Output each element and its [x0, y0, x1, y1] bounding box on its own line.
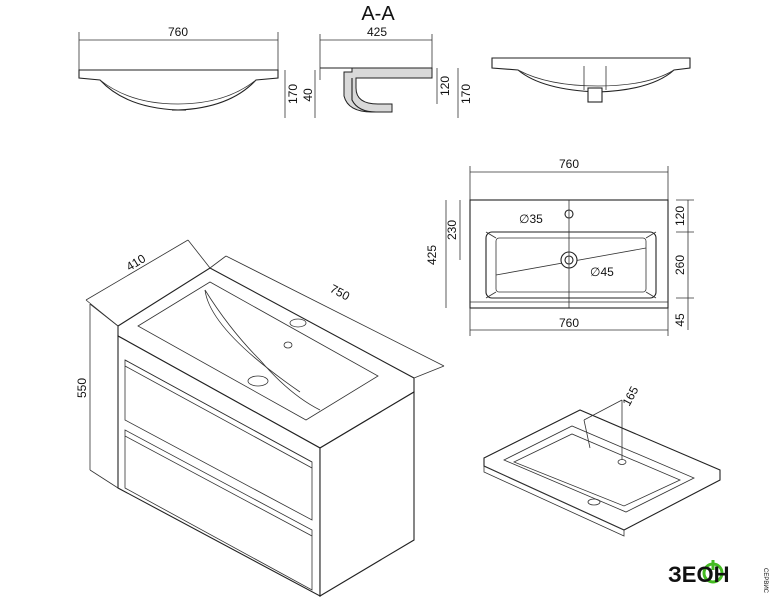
cabinet-basin-rim — [137, 281, 379, 421]
side-view — [491, 57, 691, 103]
cabinet-width-ext-right — [413, 365, 445, 379]
iso-sink-slab — [483, 409, 721, 531]
plan-bottom-width-label: 760 — [559, 316, 579, 330]
cabinet-height-ext-bottom — [89, 469, 119, 489]
section-height-label: 170 — [459, 84, 473, 104]
plan-drain-label: ∅45 — [590, 265, 614, 279]
plan-ledge-label: 120 — [673, 206, 687, 226]
plan-bowl-corner-tl — [485, 231, 497, 239]
iso-sink-dimension-label: 165 — [620, 384, 642, 409]
cabinet-basin-inner-curve — [204, 289, 301, 393]
iso-sink-front-edge — [483, 465, 625, 537]
cabinet-drawer-bottom — [124, 429, 313, 591]
iso-sink-bowl-inner — [513, 433, 681, 507]
plan-depth-label: 425 — [425, 245, 439, 265]
plan-view: 760 ∅35 ∅45 425 230 120 260 45 760 — [425, 157, 694, 336]
cabinet-overflow — [283, 341, 293, 349]
section-bowl-label: 120 — [438, 76, 452, 96]
cabinet-height-ext-top — [89, 303, 119, 327]
cabinet-width-label: 750 — [328, 282, 353, 304]
section-hatch-profile — [320, 67, 433, 113]
section-view: A-A 425 40 120 170 — [301, 3, 473, 118]
iso-sink-dim-line — [583, 399, 623, 421]
brand-tagline: СЕРВИС — [762, 568, 768, 594]
iso-sink-drain — [587, 498, 601, 506]
side-bowl-inner — [517, 69, 675, 87]
brand-logo: ЗЕОН СЕРВИС — [668, 560, 768, 594]
iso-sink-view: 165 — [483, 384, 721, 537]
iso-sink-bowl — [503, 425, 695, 513]
plan-bowl-corner-tr — [645, 231, 657, 239]
cabinet-depth-ext-right — [187, 239, 211, 269]
cabinet-side — [319, 391, 415, 597]
side-drain-stub — [587, 87, 603, 103]
plan-top-width-label: 760 — [559, 157, 579, 171]
cabinet-width-dim-line — [225, 255, 445, 367]
cabinet-view: 410 750 550 — [75, 239, 445, 597]
plan-bowl-corner-br — [645, 291, 657, 299]
section-title: A-A — [361, 3, 395, 25]
cabinet-drain — [247, 375, 269, 387]
section-profile-line — [351, 78, 377, 113]
front-bowl-inner — [99, 79, 257, 105]
front-view: 760 170 — [78, 25, 300, 118]
section-width-label: 425 — [367, 25, 387, 39]
cabinet-depth-dim-line — [85, 239, 189, 301]
front-width-label: 760 — [168, 25, 188, 39]
plan-bowl-length-label: 260 — [673, 255, 687, 275]
cabinet-tap-hole — [289, 318, 307, 328]
cabinet-depth-label: 410 — [124, 251, 149, 274]
cabinet-drawer-top-edge — [124, 359, 313, 463]
cabinet-drawer-bottom-handle — [124, 435, 313, 537]
plan-bowl-inner — [495, 237, 647, 293]
section-rim-label: 40 — [301, 88, 315, 102]
cabinet-basin-curve — [204, 289, 321, 411]
cabinet-drawer-top-handle — [124, 365, 313, 469]
plan-tap-hole-label: ∅35 — [519, 212, 543, 226]
brand-name: ЗЕОН — [668, 562, 729, 587]
cabinet-width-ext-left — [209, 255, 227, 269]
cabinet-height-label: 550 — [75, 378, 89, 398]
plan-bowl-corner-bl — [485, 291, 497, 299]
side-basin-outline — [491, 57, 691, 93]
front-height-label: 170 — [286, 84, 300, 104]
plan-front-edge-label: 45 — [673, 313, 687, 327]
iso-sink-dim-ext-left — [583, 419, 591, 449]
plan-tap-distance-label: 230 — [445, 220, 459, 240]
